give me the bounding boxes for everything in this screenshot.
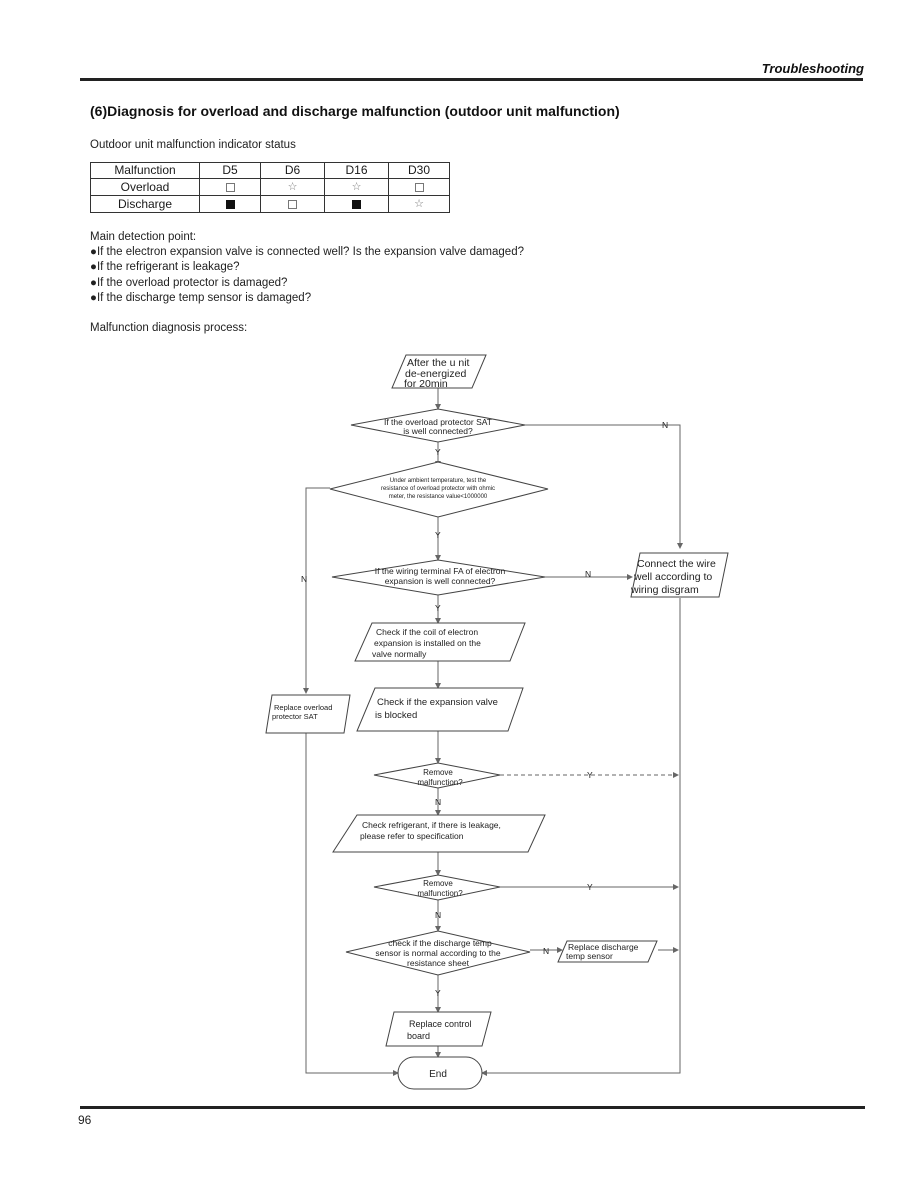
coil-text: Check if the coil of electron: [376, 627, 478, 637]
indicator-status-table: Malfunction D5 D6 D16 D30 Overload ☆ ☆ D…: [90, 162, 450, 213]
q3-text: If the wiring terminal FA of electron: [375, 566, 506, 576]
q2-text: meter, the resistance value<1000000: [389, 494, 488, 500]
start-text: for 20min: [404, 378, 448, 390]
check-blocked-box: [356, 687, 524, 732]
decision-overload-connected: [350, 408, 526, 443]
q1-text: is well connected?: [403, 426, 473, 436]
connector: [305, 733, 399, 1076]
q2-text: resistance of overload protector with oh…: [381, 486, 495, 492]
connect-wire-text: wiring disgram: [630, 584, 699, 596]
connector: [481, 598, 681, 1076]
row-label: Discharge: [90, 195, 200, 213]
label-yes: Y: [435, 530, 441, 540]
refrigerant-text: please refer to specification: [360, 831, 464, 841]
empty-square-icon: [225, 182, 235, 192]
table-row: Discharge ☆: [90, 195, 450, 213]
header-rule: [80, 78, 863, 81]
detection-point: ●If the electron expansion valve is conn…: [90, 246, 524, 259]
blocked-text: is blocked: [375, 710, 417, 721]
page-number: 96: [78, 1113, 92, 1127]
connect-wire-text: well according to: [633, 571, 712, 583]
replace-overload-text: Replace overload: [274, 703, 332, 712]
start-text: de-energized: [405, 368, 466, 380]
process-label: Malfunction diagnosis process:: [90, 322, 248, 334]
label-yes: Y: [587, 770, 593, 780]
detection-point: ●If the refrigerant is leakage?: [90, 261, 240, 274]
status-cell: [199, 178, 261, 196]
discharge-q-text: resistance sheet: [407, 958, 470, 968]
remove2-text: Remove: [423, 879, 453, 888]
q1-text: If the overload protector SAT: [384, 417, 492, 427]
filled-square-icon: [225, 199, 235, 209]
start-text: After the u nit: [407, 357, 470, 369]
replace-overload-text: protector SAT: [272, 712, 318, 721]
detection-points: Main detection point: ●If the electron e…: [90, 230, 524, 306]
label-no: N: [543, 946, 549, 956]
detection-title: Main detection point:: [90, 231, 197, 243]
status-cell: [260, 195, 325, 213]
label-yes: Y: [435, 603, 441, 613]
label-no: N: [435, 910, 441, 920]
remove2-text: malfunction?: [417, 889, 463, 898]
label-yes: Y: [435, 988, 441, 998]
replace-board-text: board: [407, 1031, 430, 1041]
remove1-text: malfunction?: [417, 778, 463, 787]
footer-rule: [80, 1106, 865, 1109]
q3-text: expansion is well connected?: [385, 576, 496, 586]
header-title: Troubleshooting: [761, 61, 864, 76]
discharge-q-text: check if the discharge temp: [388, 938, 492, 948]
end-text: End: [429, 1069, 447, 1080]
blocked-text: Check if the expansion valve: [377, 697, 498, 708]
refrigerant-text: Check refrigerant, if there is leakage,: [362, 820, 501, 830]
replace-discharge-text: temp sensor: [566, 951, 613, 961]
end-terminal: [397, 1056, 483, 1090]
remove1-text: Remove: [423, 768, 453, 777]
star-outline-icon: ☆: [414, 198, 424, 210]
start-box: [391, 354, 487, 389]
replace-discharge-text: Replace discharge: [568, 942, 639, 952]
label-no: N: [662, 420, 668, 430]
detection-point: ●If the overload protector is damaged?: [90, 276, 288, 289]
connector: [303, 487, 330, 694]
label-no: N: [301, 574, 307, 584]
star-outline-icon: ☆: [351, 181, 362, 193]
decision-resistance: [329, 461, 549, 518]
replace-overload-box: [265, 694, 351, 734]
decision-discharge-sensor: [345, 930, 531, 976]
discharge-q-text: sensor is normal according to the: [375, 948, 500, 958]
decision-wiring-terminal: [331, 559, 546, 596]
label-yes: Y: [435, 447, 441, 457]
check-refrigerant-box: [332, 814, 546, 853]
indicator-subtitle: Outdoor unit malfunction indicator statu…: [90, 139, 296, 151]
connect-wire-text: Connect the wire: [637, 558, 716, 570]
empty-square-icon: [414, 182, 424, 192]
replace-board-box: [385, 1011, 492, 1047]
column-header: D5: [199, 162, 261, 179]
decision-remove-2: [373, 874, 501, 901]
detection-point: ●If the discharge temp sensor is damaged…: [90, 291, 312, 304]
coil-text: valve normally: [372, 649, 427, 659]
label-no: N: [585, 569, 591, 579]
replace-board-text: Replace control: [409, 1019, 472, 1029]
status-cell: ☆: [388, 195, 450, 213]
label-no: N: [435, 797, 441, 807]
star-outline-icon: ☆: [287, 181, 298, 193]
label-yes: Y: [587, 882, 593, 892]
q2-text: Under ambient temperature, test the: [390, 478, 487, 484]
replace-discharge-box: [557, 940, 658, 963]
decision-remove-1: [373, 762, 501, 789]
filled-square-icon: [352, 199, 361, 209]
table-row: Overload ☆ ☆: [90, 178, 450, 196]
coil-text: expansion is installed on the: [374, 638, 481, 648]
section-title: (6)Diagnosis for overload and discharge …: [90, 103, 620, 119]
connector: [525, 424, 683, 549]
table-header-row: Malfunction D5 D6 D16 D30: [90, 162, 450, 179]
connect-wire-box: [630, 552, 729, 598]
empty-square-icon: [288, 199, 297, 209]
check-coil-box: [354, 622, 526, 662]
